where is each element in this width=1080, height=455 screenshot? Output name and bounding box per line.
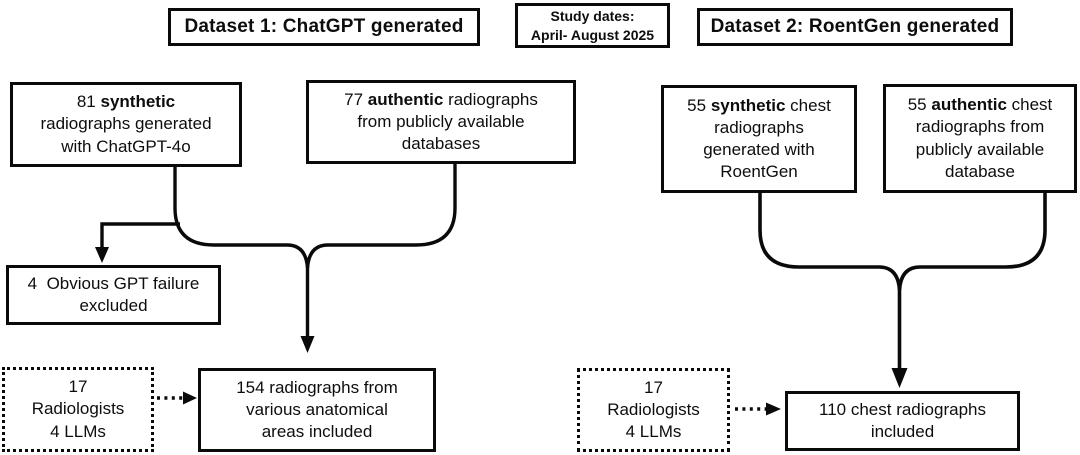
d1-authentic-text: 77 authentic radiographs from publicly a…	[340, 89, 542, 155]
d1-authentic-connector	[305, 162, 457, 269]
d2-synthetic-connector	[758, 190, 902, 371]
text-segment: 77	[344, 89, 368, 109]
d1-included-text: 154 radiographs from various anatomical …	[236, 377, 398, 442]
d1-authentic-box: 77 authentic radiographs from publicly a…	[306, 80, 576, 164]
d2-authentic-text: 55 authentic chest radiographs from publ…	[904, 94, 1057, 182]
text-segment: 55	[687, 95, 711, 115]
d2-authentic-connector	[897, 191, 1047, 291]
text-segment-bold: synthetic	[710, 95, 786, 115]
d1-readers-text: 17 Radiologists 4 LLMs	[31, 377, 125, 441]
d2-readers-dotted-arrow	[735, 402, 781, 416]
text-segment-bold: authentic	[367, 89, 444, 109]
d2-included-text: 110 chest radiographs included	[819, 399, 986, 441]
d2-included-box: 110 chest radiographs included	[785, 391, 1020, 451]
text-segment: 55	[907, 95, 932, 115]
text-segment: radiographs generated with ChatGPT-4o	[40, 114, 212, 156]
d2-merge-arrow	[758, 190, 1047, 388]
d1-included-box: 154 radiographs from various anatomical …	[198, 368, 436, 452]
dataset2-header-label: Dataset 2: RoentGen generated	[710, 15, 1000, 37]
d1-synthetic-text: 81 synthetic radiographs generated with …	[36, 91, 215, 157]
dataset2-header-box: Dataset 2: RoentGen generated	[697, 8, 1013, 46]
d1-excluded-arrow	[95, 222, 180, 263]
d1-merge-arrowhead	[300, 336, 315, 353]
text-segment: 81	[76, 92, 101, 112]
text-segment-bold: authentic	[931, 95, 1007, 115]
d2-synthetic-box: 55 synthetic chest radiographs generated…	[661, 85, 857, 193]
text-segment: chest radiographs generated with RoentGe…	[703, 95, 831, 182]
d2-merge-arrowhead	[891, 368, 908, 388]
study-dates-box: Study dates: April- August 2025	[515, 3, 670, 48]
d1-excluded-text: 4 Obvious GPT failure excluded	[27, 273, 200, 315]
dataset1-header-box: Dataset 1: ChatGPT generated	[168, 8, 480, 46]
d1-excluded-connector	[100, 222, 180, 249]
d2-readers-box: 17 Radiologists 4 LLMs	[577, 368, 730, 452]
d1-excluded-arrowhead	[95, 247, 109, 263]
d1-readers-arrowhead	[183, 391, 197, 405]
study-dates-label: Study dates: April- August 2025	[530, 7, 655, 43]
d2-readers-text: 17 Radiologists 4 LLMs	[607, 377, 700, 442]
text-segment-bold: synthetic	[100, 92, 176, 112]
d1-synthetic-box: 81 synthetic radiographs generated with …	[10, 82, 242, 167]
text-segment: chest radiographs from publicly availabl…	[915, 95, 1053, 181]
d2-readers-arrowhead	[766, 402, 781, 416]
d1-excluded-box: 4 Obvious GPT failure excluded	[6, 265, 221, 325]
dataset1-header-label: Dataset 1: ChatGPT generated	[184, 15, 464, 37]
d2-synthetic-text: 55 synthetic chest radiographs generated…	[683, 95, 835, 183]
d1-readers-dotted-arrow	[157, 391, 197, 405]
text-segment: radiographs from publicly available data…	[357, 89, 538, 154]
d2-authentic-box: 55 authentic chest radiographs from publ…	[883, 84, 1077, 193]
d1-readers-box: 17 Radiologists 4 LLMs	[2, 367, 154, 452]
